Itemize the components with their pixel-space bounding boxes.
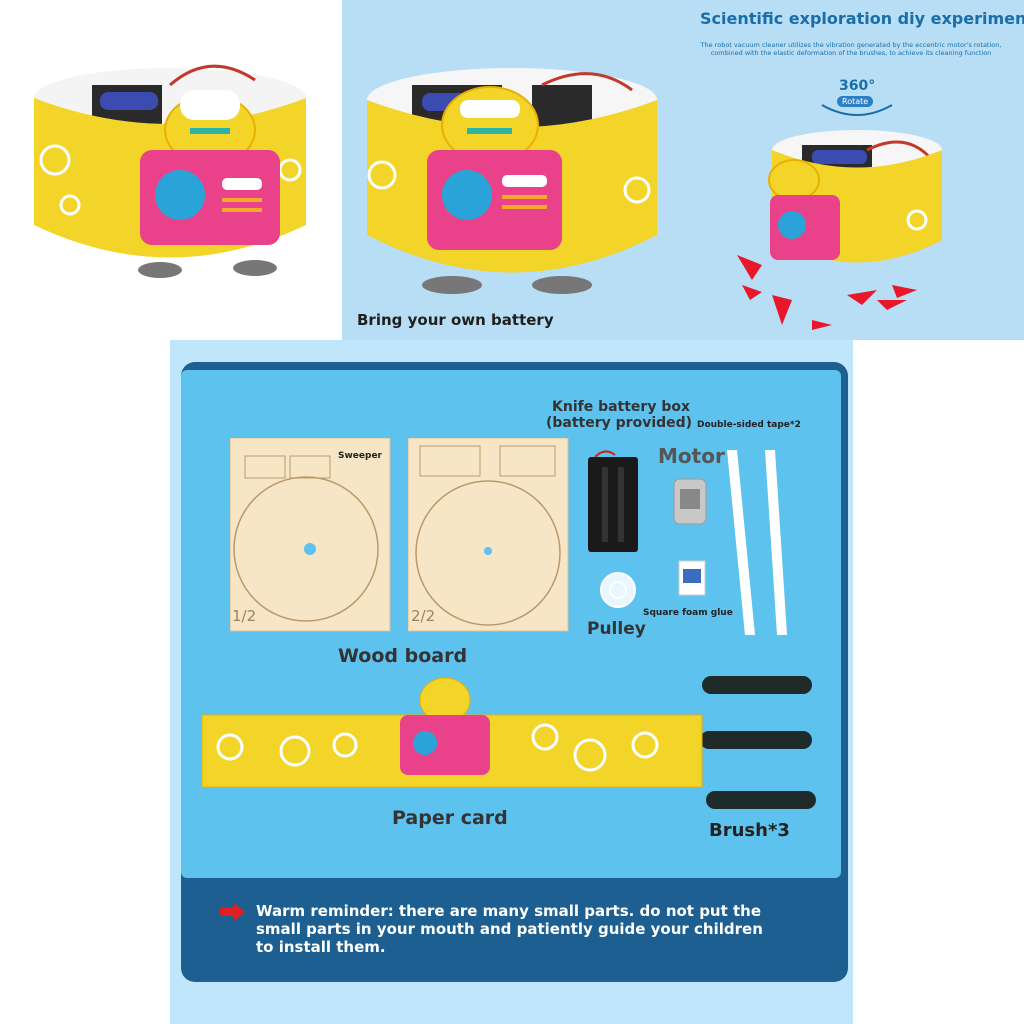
- wood-board-1: [230, 438, 391, 632]
- battery-caption: Bring your own battery: [357, 311, 554, 329]
- pulley-label: Pulley: [587, 619, 646, 639]
- board-1-number: 1/2: [232, 607, 257, 625]
- page-title: Scientific exploration diy experiment: [700, 9, 1024, 28]
- motor-image: [673, 478, 707, 525]
- brushes-image: [700, 676, 816, 809]
- wood-board-label: Wood board: [338, 645, 468, 667]
- battery-box-label: Knife battery box: [552, 399, 690, 415]
- subtitle-line-2: combined with the elastic deformation of…: [710, 49, 992, 57]
- board-2-number: 2/2: [411, 607, 436, 625]
- robot-vacuum-illustration: [34, 64, 306, 278]
- paper-card-label: Paper card: [392, 807, 508, 829]
- sweeper-label: Sweeper: [338, 451, 382, 461]
- reminder-line-2: small parts in your mouth and patiently …: [256, 920, 763, 938]
- arrow-right-icon: [220, 903, 245, 921]
- battery-box-sublabel: (battery provided): [546, 415, 693, 431]
- battery-box-image: [588, 450, 638, 552]
- rotate-label: Rotate: [837, 96, 874, 107]
- motor-label: Motor: [658, 444, 725, 468]
- wood-board-2: [408, 438, 569, 632]
- foam-glue-label: Square foam glue: [643, 608, 733, 618]
- rotate-degrees: 360°: [839, 78, 876, 94]
- robot-photo-middle: Bring your own battery: [342, 0, 682, 340]
- brush-label: Brush*3: [709, 820, 790, 841]
- robot-photo-left: [0, 0, 342, 340]
- tape-label: Double-sided tape*2: [697, 420, 801, 430]
- pulley-image: [600, 572, 636, 608]
- tape-image: [727, 450, 787, 635]
- subtitle-line-1: The robot vacuum cleaner utilizes the vi…: [700, 41, 1002, 49]
- robot-vacuum-illustration: [367, 68, 657, 294]
- robot-photo-right: Scientific exploration diy experiment Th…: [682, 0, 1024, 340]
- robot-vacuum-illustration: [737, 104, 942, 330]
- foam-glue-image: [678, 560, 706, 596]
- paper-card-image: [201, 677, 703, 788]
- reminder-line-3: to install them.: [256, 938, 386, 956]
- reminder-line-1: Warm reminder: there are many small part…: [256, 902, 762, 920]
